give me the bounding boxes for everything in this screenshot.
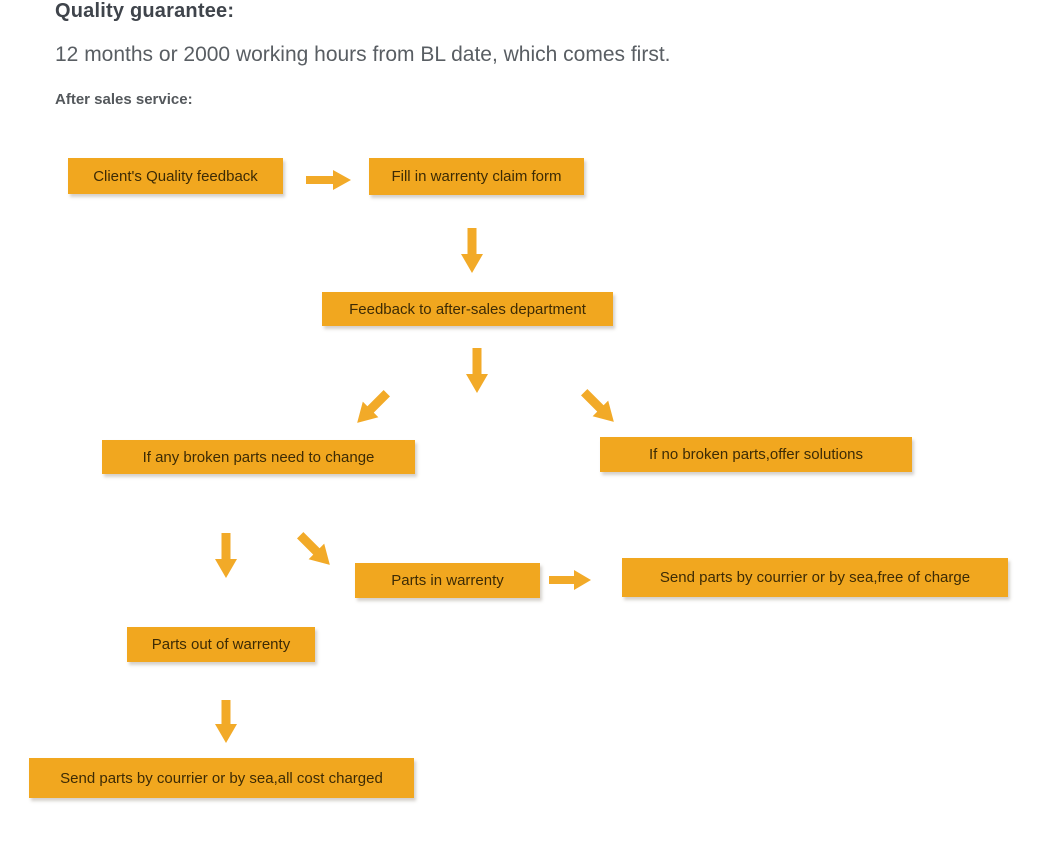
flow-node-send-parts-cost-charged: Send parts by courrier or by sea,all cos… <box>29 758 414 798</box>
flow-node-fill-warrenty-claim-form: Fill in warrenty claim form <box>369 158 584 195</box>
flow-node-parts-in-warrenty: Parts in warrenty <box>355 563 540 598</box>
arrow-down-icon <box>460 228 484 273</box>
arrow-down-left-icon <box>349 385 396 432</box>
arrow-down-icon <box>214 700 238 743</box>
page-title: Quality guarantee: <box>55 0 235 22</box>
arrow-down-icon <box>465 348 489 393</box>
flow-node-broken-parts-need-change: If any broken parts need to change <box>102 440 415 474</box>
flow-node-no-broken-parts-solutions: If no broken parts,offer solutions <box>600 437 912 472</box>
arrow-down-right-icon <box>576 384 623 431</box>
guarantee-subtitle: 12 months or 2000 working hours from BL … <box>55 43 671 66</box>
arrow-down-right-icon <box>292 527 339 574</box>
flow-node-parts-out-of-warrenty: Parts out of warrenty <box>127 627 315 662</box>
flow-node-feedback-after-sales: Feedback to after-sales department <box>322 292 613 326</box>
flow-node-client-quality-feedback: Client's Quality feedback <box>68 158 283 194</box>
after-sales-section-label: After sales service: <box>55 91 193 108</box>
arrow-right-icon <box>306 169 352 191</box>
flow-node-send-parts-free-of-charge: Send parts by courrier or by sea,free of… <box>622 558 1008 597</box>
arrow-down-icon <box>214 533 238 578</box>
arrow-right-icon <box>549 569 592 591</box>
